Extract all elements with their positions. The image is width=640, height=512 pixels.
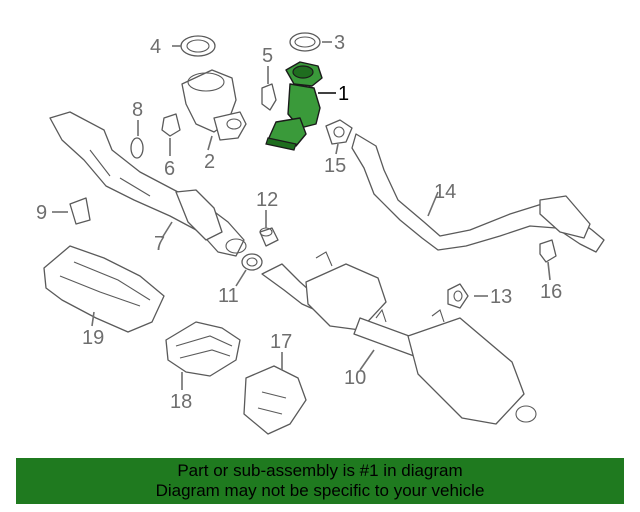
part-6-bracket[interactable] [161, 113, 181, 137]
callout-19[interactable]: 19 [82, 327, 104, 349]
leader-lines [52, 41, 551, 390]
part-15-gasket[interactable] [325, 119, 353, 145]
callout-18[interactable]: 18 [170, 391, 192, 413]
callout-14[interactable]: 14 [434, 181, 456, 203]
part-1-catalytic-converter[interactable] [265, 61, 323, 151]
part-4-gasket[interactable] [180, 35, 216, 57]
callout-6[interactable]: 6 [164, 158, 175, 180]
callout-8[interactable]: 8 [132, 99, 143, 121]
callout-16[interactable]: 16 [540, 281, 562, 303]
callout-2[interactable]: 2 [204, 151, 215, 173]
part-17-heat-insulator[interactable] [243, 365, 307, 435]
callout-1[interactable]: 1 [338, 83, 349, 105]
callout-3[interactable]: 3 [334, 32, 345, 54]
callout-9[interactable]: 9 [36, 202, 47, 224]
callout-10[interactable]: 10 [344, 367, 366, 389]
callout-13[interactable]: 13 [490, 286, 512, 308]
part-2-catalytic-converter[interactable] [181, 69, 247, 141]
part-10-muffler-assembly[interactable] [261, 251, 537, 425]
part-5-bracket[interactable] [261, 83, 277, 111]
callout-labels: 1 2 3 4 5 6 7 8 9 10 11 12 13 14 15 16 1… [36, 32, 562, 413]
part-11-gasket[interactable] [241, 253, 263, 271]
banner-line-2: Diagram may not be specific to your vehi… [155, 481, 485, 500]
callout-4[interactable]: 4 [150, 36, 161, 58]
part-7-front-pipe[interactable] [49, 111, 247, 257]
callout-15[interactable]: 15 [324, 155, 346, 177]
part-9-bracket[interactable] [69, 197, 91, 225]
exhaust-parts-diagram: 1 2 3 4 5 6 7 8 9 10 11 12 13 14 15 16 1… [36, 32, 605, 435]
part-16-hanger[interactable] [539, 239, 557, 263]
banner-line-1: Part or sub-assembly is #1 in diagram [177, 461, 463, 480]
callout-12[interactable]: 12 [256, 189, 278, 211]
part-13-mount[interactable] [447, 283, 469, 309]
part-18-heat-insulator[interactable] [165, 321, 241, 377]
info-banner: Part or sub-assembly is #1 in diagram Di… [16, 458, 624, 504]
part-8-gasket[interactable] [130, 137, 144, 159]
part-14-exhaust-pipe[interactable] [351, 133, 605, 253]
part-3-gasket[interactable] [289, 32, 321, 52]
callout-5[interactable]: 5 [262, 45, 273, 67]
part-12-insulator[interactable] [259, 227, 279, 247]
callout-17[interactable]: 17 [270, 331, 292, 353]
part-19-heat-insulator[interactable] [43, 245, 165, 333]
callout-7[interactable]: 7 [154, 233, 165, 255]
callout-11[interactable]: 11 [218, 285, 239, 307]
